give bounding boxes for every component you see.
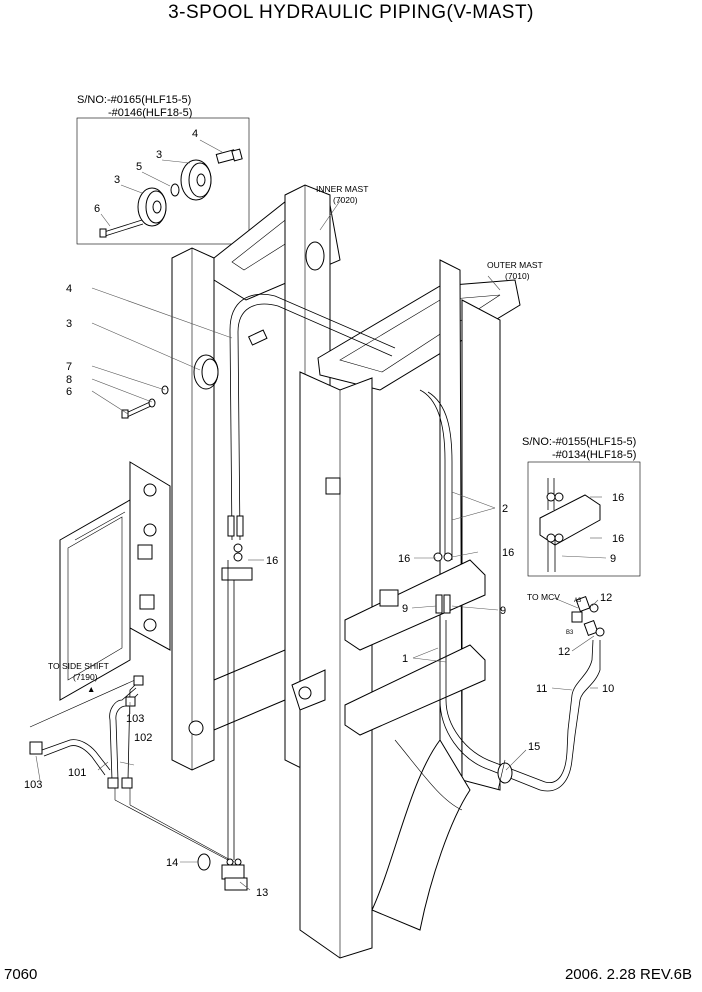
label-part-4: 4 (66, 283, 72, 295)
label-part-10: 10 (602, 683, 614, 695)
label-part-6-inset: 6 (94, 203, 100, 215)
label-part-14: 14 (166, 857, 178, 869)
side-shift-ref: (7190) (73, 672, 98, 682)
outer-mast-label: OUTER MAST (487, 260, 543, 270)
serial-note-top-line1: S/NO:-#0165(HLF15-5) (77, 94, 191, 106)
side-shift-label: TO SIDE SHIFT (48, 661, 109, 671)
label-part-16-left: 16 (398, 553, 410, 565)
inset-frame-top (76, 117, 250, 245)
label-part-16-inset-lower: 16 (612, 533, 624, 545)
shaft-part (215, 148, 243, 164)
serial-note-right-line1: S/NO:-#0155(HLF15-5) (522, 436, 636, 448)
bolt-part (99, 219, 144, 238)
to-mcv-label: TO MCV (527, 592, 560, 602)
label-part-1: 1 (402, 653, 408, 665)
roller-part-main (193, 354, 219, 390)
label-part-16-inner: 16 (266, 555, 278, 567)
label-part-9-left: 9 (402, 603, 408, 615)
mcv-lines (567, 596, 605, 736)
serial-note-top-line2: -#0146(HLF18-5) (108, 107, 192, 119)
carriage-assembly (59, 461, 171, 701)
label-part-8: 8 (66, 374, 72, 386)
label-part-101: 101 (68, 767, 86, 779)
roller-part-lower (137, 187, 167, 227)
side-shift-pipes (29, 675, 235, 863)
side-shift-arrow: ▲ (87, 684, 95, 694)
inner-mast-ref: (7020) (333, 195, 358, 205)
port-a3-label: A3 (574, 598, 582, 604)
label-part-5-inset: 5 (136, 161, 142, 173)
shaft-part-main (247, 329, 268, 346)
page-title: 3-SPOOL HYDRAULIC PIPING(V-MAST) (168, 2, 534, 23)
hydraulic-hoses (227, 294, 576, 860)
inset-detail-top: S/NO:-#0165(HLF15-5) -#0146(HLF18-5) (76, 94, 250, 245)
label-part-13: 13 (256, 887, 268, 899)
leader-lines (35, 197, 607, 891)
revision-date: 2006. 2.28 REV.6B (564, 966, 692, 983)
label-part-103-lower: 103 (24, 779, 42, 791)
bolt-part-main (121, 385, 169, 419)
callout-labels: INNER MAST (7020) OUTER MAST (7010) TO S… (48, 184, 582, 694)
label-part-6: 6 (66, 386, 72, 398)
label-part-3-inset-lower: 3 (114, 174, 120, 186)
label-part-103-upper: 103 (126, 713, 144, 725)
label-part-102: 102 (134, 732, 152, 744)
label-part-4-inset: 4 (192, 128, 198, 140)
label-part-2: 2 (502, 503, 508, 515)
bottom-fittings (197, 853, 248, 891)
inner-mast-label: INNER MAST (316, 184, 368, 194)
label-part-9-right: 9 (500, 605, 506, 617)
label-part-16-right: 16 (502, 547, 514, 559)
label-part-3: 3 (66, 318, 72, 330)
roller-part-upper (180, 159, 212, 201)
washer-part (170, 183, 180, 197)
outer-mast (291, 259, 521, 959)
label-part-16-inset-upper: 16 (612, 492, 624, 504)
serial-note-right-line2: -#0134(HLF18-5) (552, 449, 636, 461)
label-part-9-inset: 9 (610, 553, 616, 565)
label-part-12-lower: 12 (558, 646, 570, 658)
label-part-3-inset-upper: 3 (156, 149, 162, 161)
part-number-labels: 4 3 7 8 6 16 2 16 16 9 9 1 12 12 11 10 1… (24, 283, 624, 899)
port-b3-label: B3 (566, 630, 574, 636)
label-part-7: 7 (66, 361, 72, 373)
outer-mast-ref: (7010) (505, 271, 530, 281)
label-part-12-upper: 12 (600, 592, 612, 604)
label-part-15: 15 (528, 741, 540, 753)
label-part-11: 11 (536, 683, 547, 695)
inset-frame-right (527, 461, 641, 577)
inset-detail-right: S/NO:-#0155(HLF15-5) -#0134(HLF18-5) (522, 436, 641, 577)
page-number: 7060 (4, 966, 38, 983)
